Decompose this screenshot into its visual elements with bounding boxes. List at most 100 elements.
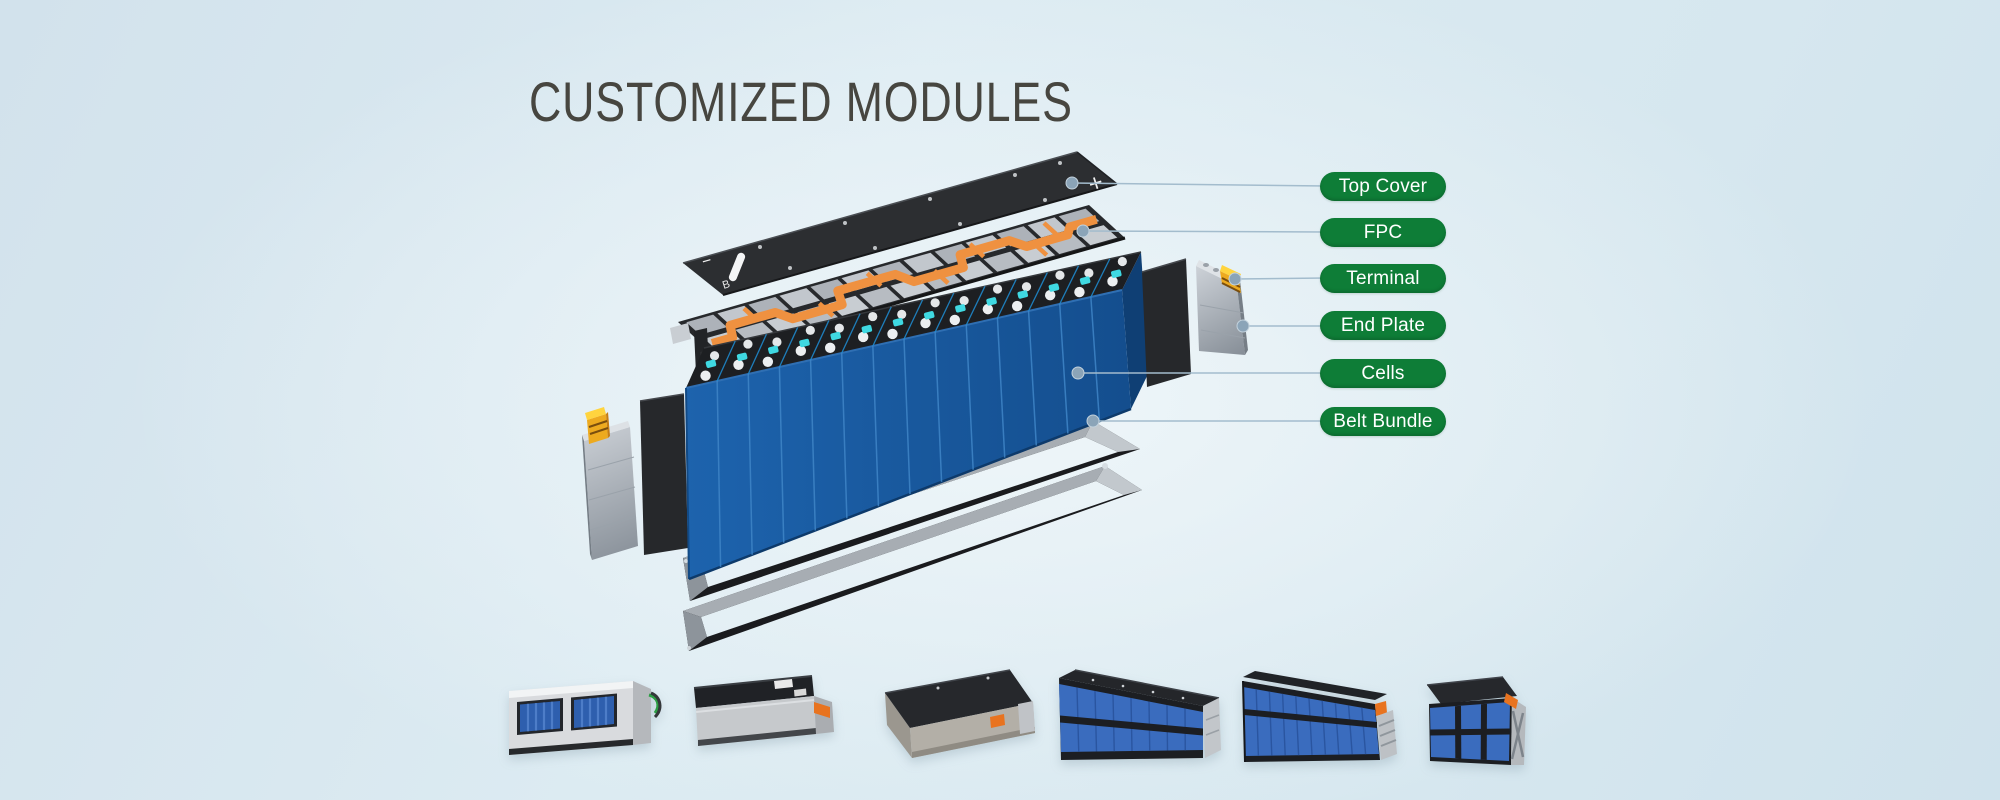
leader-dot-top-cover — [1065, 176, 1079, 190]
leader-lines — [1071, 182, 1327, 422]
label-pill-cells: Cells — [1320, 359, 1446, 388]
end-cap-fin — [1379, 729, 1396, 737]
belt-top-band — [683, 466, 1105, 617]
screw — [936, 686, 940, 690]
label-pill-terminal: Terminal — [1320, 264, 1446, 293]
end-plate-groove — [587, 456, 635, 471]
module-bottom-band — [509, 739, 633, 755]
leader-dots — [1065, 176, 1250, 428]
side-panel-right — [1141, 258, 1191, 387]
leader-dot-terminal — [1228, 272, 1242, 286]
belt-screw — [684, 559, 688, 563]
top-cover-end-edge — [1076, 151, 1118, 185]
product-thumbnail-5 — [1242, 671, 1397, 763]
body-highlight — [695, 699, 815, 713]
orange-connector — [990, 714, 1005, 728]
end-plate-groove — [589, 516, 637, 531]
belt-end-band — [1096, 466, 1142, 495]
fpc-flex-ribbon — [710, 214, 1098, 348]
end-plate-groove — [1200, 329, 1246, 339]
top-cover-panel — [683, 152, 1117, 295]
orange-connector — [1375, 701, 1387, 716]
top-cover-screws — [758, 161, 1062, 270]
product-thumbnail-2 — [693, 675, 834, 746]
belt-frame — [683, 466, 1142, 651]
module-top-face — [1243, 671, 1387, 700]
side-panel-edge — [1141, 258, 1187, 273]
label-pill-top-cover: Top Cover — [1320, 172, 1446, 201]
belt-screw — [687, 646, 691, 650]
leader-dot-fpc — [1076, 224, 1090, 238]
side-panel-edge — [639, 393, 685, 402]
middle-strap — [1244, 709, 1377, 728]
page-title: CUSTOMIZED MODULES — [529, 69, 1073, 133]
x-brace — [1510, 712, 1525, 760]
leader-dot-belt-bundle — [1086, 414, 1100, 428]
leader-dot-end-plate — [1236, 319, 1250, 333]
belt-near-band — [683, 611, 707, 651]
module-end-cap — [1018, 701, 1035, 734]
left-edge — [1242, 680, 1246, 763]
green-wire — [648, 693, 660, 714]
side-panel-left — [639, 393, 688, 555]
middle-strap — [1060, 715, 1203, 736]
end-cap-fin — [1378, 719, 1395, 727]
belt-bundle-lower — [683, 463, 1142, 651]
leader-line-fpc — [1082, 230, 1327, 233]
cells-front-face — [686, 290, 1131, 579]
black-wire — [650, 691, 662, 719]
module-top-face — [1059, 670, 1219, 706]
product-thumbnail-3 — [884, 669, 1035, 758]
end-plate-bolt-hole — [1213, 268, 1219, 272]
label-pill-fpc: FPC — [1320, 218, 1446, 247]
module-top-slab — [1427, 677, 1517, 704]
leader-line-terminal — [1234, 277, 1327, 280]
leader-dot-cells — [1071, 366, 1085, 380]
end-plate-line — [1205, 714, 1220, 721]
cells-block — [685, 251, 1149, 581]
terminal-side — [606, 412, 610, 438]
terminal-slot — [1221, 282, 1241, 293]
slab-edge — [1426, 676, 1504, 686]
label-pill-end-plate: End Plate — [1320, 311, 1446, 340]
cell-divisions-front — [716, 296, 1101, 567]
orange-connector — [1504, 693, 1518, 709]
cell-divisions-top — [716, 258, 1111, 382]
cells-left-edge — [685, 387, 690, 580]
screw — [1121, 684, 1125, 688]
end-plate-left — [582, 407, 638, 560]
module-top-slab — [885, 670, 1033, 728]
top-cover-slot — [728, 252, 746, 282]
cells-side-face — [1122, 252, 1149, 409]
module-bottom-band — [698, 728, 816, 746]
label-sticker — [794, 688, 807, 697]
end-plate-side-sliver — [582, 435, 592, 560]
fpc-left-tab — [670, 323, 691, 344]
label-sticker — [774, 679, 793, 689]
end-plate-bolt-hole — [1203, 263, 1209, 267]
cell-window-blue — [520, 701, 560, 732]
top-cover: + − B — [682, 151, 1118, 296]
screw — [1181, 696, 1185, 700]
slab-edge — [693, 675, 813, 689]
cell-terminals — [700, 256, 1127, 381]
product-thumbnail-4 — [1059, 669, 1221, 760]
end-plate-groove — [1199, 304, 1245, 314]
screw — [986, 676, 990, 680]
module-end-plate — [1203, 698, 1221, 758]
module-side — [633, 681, 651, 745]
fpc-layer — [670, 205, 1126, 394]
end-plate-line — [1205, 729, 1220, 736]
end-plate-side-sliver — [1237, 280, 1248, 355]
end-cap-fin — [1380, 739, 1397, 747]
terminal-left — [585, 407, 610, 444]
belt-screw — [1102, 463, 1108, 469]
module-top-band — [509, 681, 633, 698]
belt-end-band — [1085, 421, 1140, 452]
module-left-face — [885, 693, 912, 758]
cell-window-stripes — [526, 696, 608, 732]
orange-clip — [814, 702, 830, 718]
leader-line-top-cover — [1071, 182, 1327, 187]
